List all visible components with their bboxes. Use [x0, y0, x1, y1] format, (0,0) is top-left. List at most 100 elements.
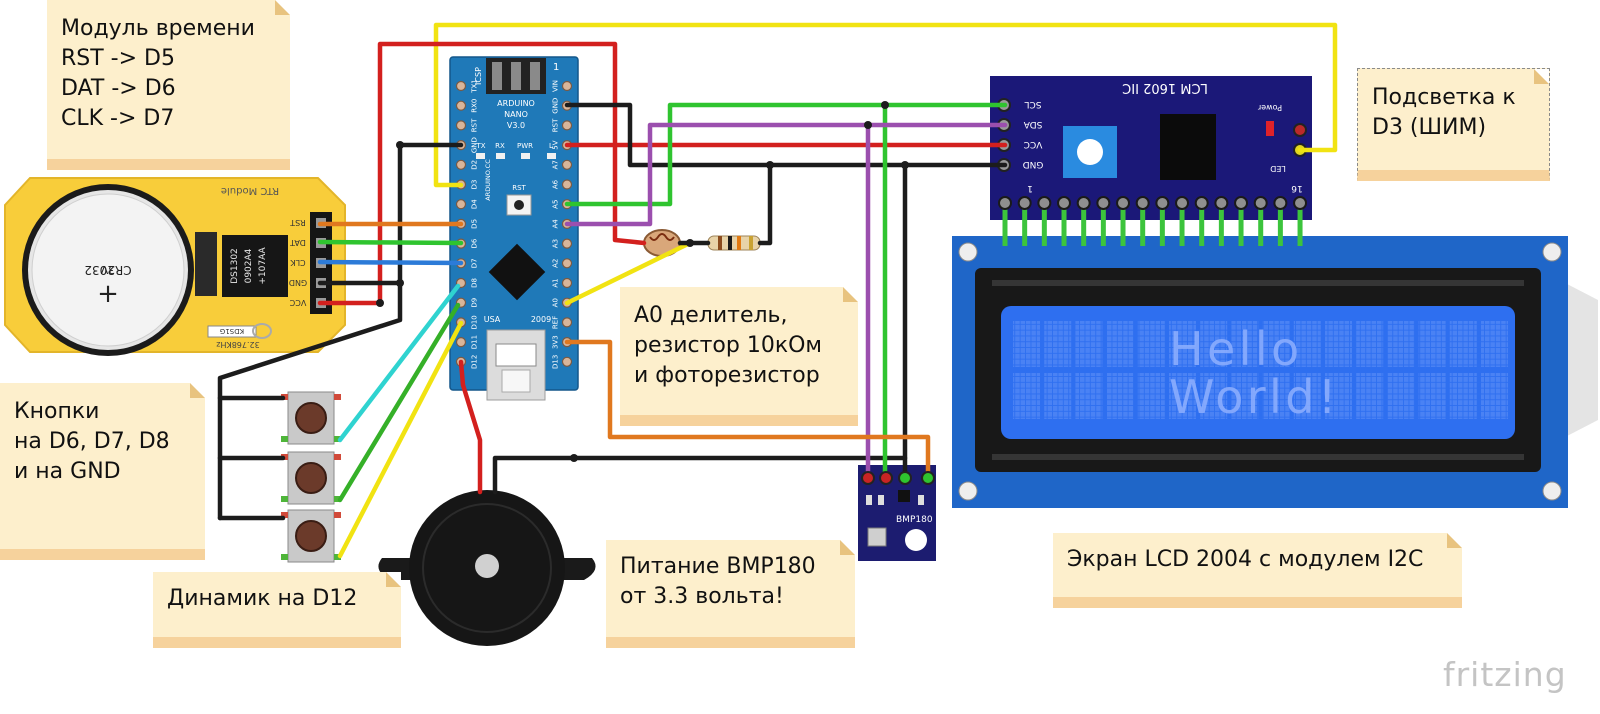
wire-3v3-bmp — [564, 339, 931, 481]
arduino-pins: TX1RX0RSTGNDD2D3D4D5D6D7D8D9D10D11D12VIN… — [455, 79, 573, 369]
note-line: Динамик на D12 — [167, 586, 358, 611]
lcd-character-cell — [1418, 321, 1446, 367]
i2c-title: LCM 1602 IIC — [1122, 80, 1208, 95]
arduino-left-pin-label: RX0 — [471, 99, 479, 113]
bmp180-mount-hole — [905, 529, 927, 551]
rtc-pin-label: RST — [290, 218, 306, 227]
arduino-left-pin-d4 — [455, 199, 467, 210]
arduino-left-pin-label: D6 — [471, 238, 479, 248]
lcd-line-2: World! — [1169, 370, 1340, 424]
lcd-character-cell — [1169, 321, 1196, 367]
fritzing-watermark: fritzing — [1443, 655, 1567, 694]
lcd-header-pins — [998, 196, 1308, 246]
arduino-right-pin-ref — [561, 317, 573, 328]
lcd-character-cell — [1356, 373, 1384, 419]
note-lcd: Экран LCD 2004 с модулем I2C — [1053, 533, 1462, 608]
arduino-right-pin-label: A2 — [552, 259, 560, 268]
arduino-left-pin-label: GND — [471, 137, 479, 153]
wire-buzzer-d12 — [458, 359, 483, 495]
push-button-2 — [281, 451, 341, 505]
arduino-version: V3.0 — [507, 121, 525, 130]
rtc-pin-label: GND — [289, 278, 307, 287]
note-line: Подсветка к — [1372, 85, 1516, 110]
lcd-header-pin — [1273, 196, 1288, 210]
arduino-nano: ICSP 1 ARDUINO NANO V3.0 TX RX PWR L ARD… — [449, 56, 579, 401]
lcd-character-cell — [1044, 321, 1072, 367]
lcd-header-pin — [1116, 196, 1131, 210]
arduino-left-pin-label: D8 — [471, 278, 479, 288]
lcd-header-pin — [1194, 196, 1209, 210]
pwr-led-label: PWR — [517, 142, 533, 150]
lcd-character-cell — [1044, 373, 1072, 419]
note-line: D3 (ШИМ) — [1372, 115, 1487, 140]
lcd-display: Hello World! — [952, 196, 1598, 508]
note-line: от 3.3 вольта! — [620, 584, 784, 609]
arduino-right-pin-a6 — [561, 179, 573, 190]
arduino-left-pin-label: TX1 — [471, 79, 479, 94]
arduino-left-pin-label: D9 — [471, 298, 479, 308]
wire-button-2 — [337, 302, 461, 503]
piezo-buzzer — [378, 490, 596, 646]
i2c-chip — [1160, 114, 1216, 180]
arduino-left-pin-d2 — [455, 159, 467, 170]
icsp-pin1-label: 1 — [553, 62, 559, 73]
lcd-header-pin — [1234, 196, 1249, 210]
rx-led — [496, 153, 505, 159]
lcd-character-cell — [1075, 373, 1103, 419]
tx-led — [476, 153, 485, 159]
note-time-module: Модуль времени RST -> D5 DAT -> D6 CLK -… — [47, 0, 290, 170]
wire-resistor-gnd — [757, 162, 773, 246]
led-pin-label: LED — [1270, 164, 1286, 173]
push-button-1 — [281, 391, 341, 445]
lcd-header-pin — [998, 196, 1012, 210]
arduino-site-label: ARDUINO.CC — [484, 159, 492, 201]
arduino-left-pin-label: D3 — [471, 180, 479, 190]
push-button-3 — [281, 509, 341, 563]
rtc-battery-label: CR2032 — [84, 263, 131, 277]
wire-a0-divider — [564, 240, 693, 306]
note-speaker: Динамик на D12 — [153, 572, 401, 648]
arduino-right-pin-label: A0 — [552, 298, 560, 307]
lcd-character-cell — [1387, 373, 1415, 419]
wire-sda-lcd — [564, 122, 1008, 227]
arduino-right-pin-label: A7 — [552, 160, 560, 169]
wire-button-3 — [337, 320, 464, 559]
arduino-right-pin-label: A1 — [552, 278, 560, 287]
arduino-right-pin-a2 — [561, 258, 573, 269]
lcd-header-pin — [1135, 196, 1150, 210]
lcd-character-cell — [1169, 373, 1196, 419]
arduino-right-pin-label: GND — [552, 98, 560, 114]
arduino-left-pin-label: D4 — [471, 199, 479, 209]
lcd-header-pin — [1057, 196, 1072, 210]
arduino-left-pin-label: D2 — [471, 160, 479, 170]
arduino-model: NANO — [504, 110, 528, 119]
arduino-right-pin-label: A5 — [552, 200, 560, 209]
rtc-crystal-code: KDS1G — [220, 327, 244, 335]
lcd-character-cell — [1325, 321, 1352, 367]
i2c-last-pin-label: 16 — [1291, 183, 1303, 193]
note-line: и фоторезистор — [634, 363, 820, 388]
wire-rtc-dat-d6 — [317, 239, 464, 246]
reset-label: RST — [512, 184, 526, 192]
note-line: Экран LCD 2004 с модулем I2C — [1067, 547, 1424, 572]
lcd-character-cell — [1262, 321, 1290, 367]
wire-scl-lcd — [564, 102, 1008, 207]
lcd-character-cell — [1231, 321, 1259, 367]
lcd-character-cell — [1481, 373, 1508, 419]
note-line: и на GND — [14, 459, 121, 484]
wire-rtc-clk-d7 — [317, 259, 464, 266]
note-line: RST -> D5 — [61, 46, 175, 71]
arduino-right-pin-label: A4 — [552, 219, 560, 229]
l-led — [547, 153, 556, 159]
note-bmp-power: Питание BMP180 от 3.3 вольта! — [606, 540, 855, 648]
note-buttons: Кнопки на D6, D7, D8 и на GND — [0, 383, 205, 560]
lcd-character-cell — [1356, 321, 1384, 367]
rtc-pin-label: DAT — [290, 238, 306, 247]
lcd-character-cell — [1418, 373, 1446, 419]
note-line: DAT -> D6 — [61, 76, 176, 101]
lcd-header-pin — [1037, 196, 1052, 210]
lcd-header-pin — [1253, 196, 1268, 210]
arduino-right-pin-a7 — [561, 159, 573, 170]
lcd-header-pin — [1096, 196, 1111, 210]
